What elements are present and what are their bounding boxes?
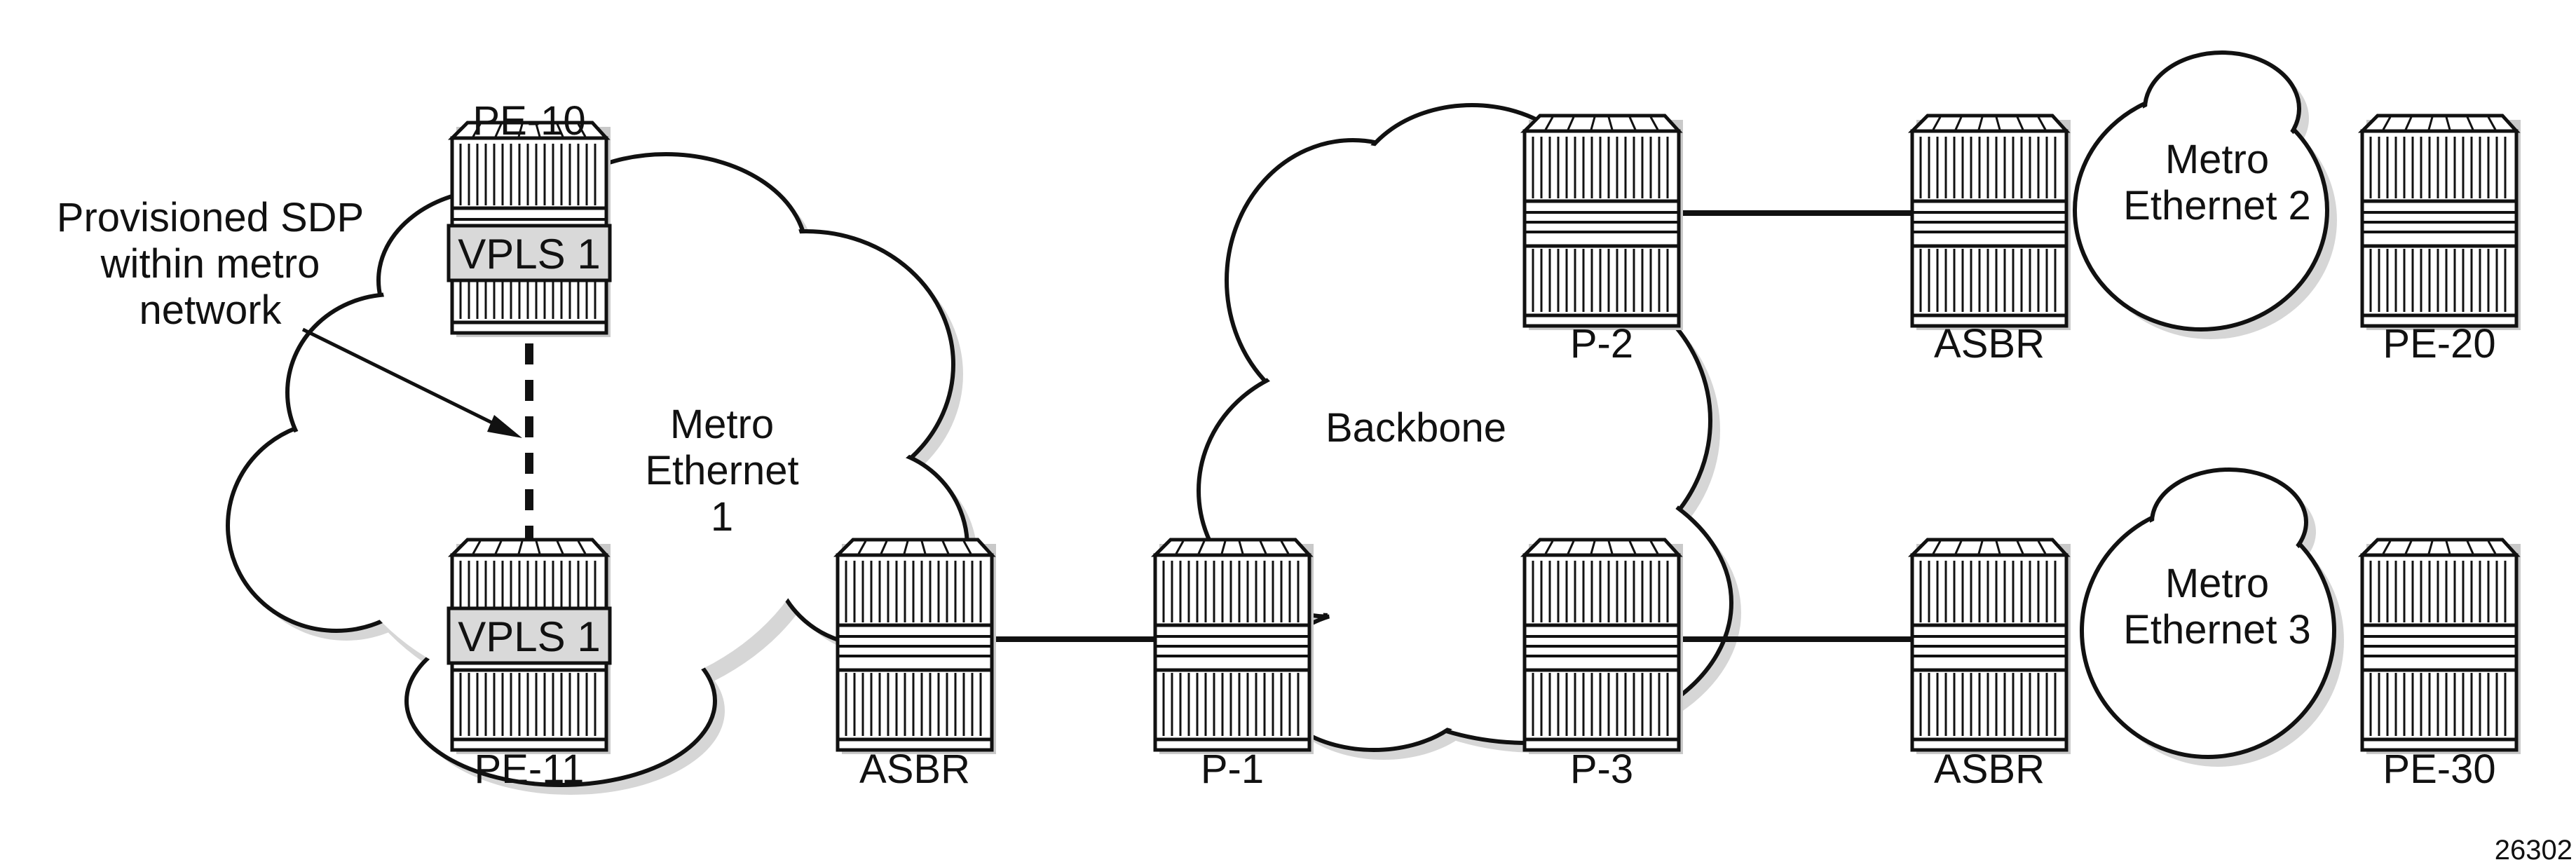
router-pe20[interactable] [2362,116,2521,330]
node-label-asbr1: ASBR [859,746,970,792]
sdp-annotation-label-line: Provisioned SDP [57,195,364,240]
cloud-label-backbone: Backbone [1326,405,1506,451]
node-label-pe30: PE-30 [2383,746,2495,792]
node-label-asbr2: ASBR [1934,321,2045,367]
node-label-pe20: PE-20 [2383,321,2495,367]
metro-ethernet-1-cloud [226,152,969,787]
vpls-box-pe10 [447,224,612,282]
node-label-p2: P-2 [1570,321,1633,367]
arrowhead-icon [487,415,522,438]
vpls-box-pe11 [447,606,612,665]
router-p2[interactable] [1525,116,1683,330]
figure-id: 26302 [2495,835,2572,866]
cloud-label-metro2-line: Metro [2165,137,2269,182]
router-pe30[interactable] [2362,540,2521,754]
node-label-asbr3: ASBR [1934,746,2045,792]
router-p1[interactable] [1155,540,1314,754]
sdp-annotation-label-line: network [139,287,282,333]
cloud-label-metro2-line: Ethernet 2 [2123,183,2311,228]
node-label-p3: P-3 [1570,746,1633,792]
metro-ethernet-2-cloud [2073,50,2329,332]
cloud-label-metro1-line: 1 [711,494,733,540]
cloud-label-metro3-line: Ethernet 3 [2123,607,2311,653]
router-asbr1[interactable] [838,540,996,754]
router-asbr3[interactable] [1912,540,2071,754]
sdp-annotation-arrow [301,327,506,431]
vpls-label-pe11: VPLS 1 [458,613,600,660]
cloud-label-metro1-line: Metro [670,402,774,447]
vpls-label-pe10: VPLS 1 [458,231,600,278]
node-label-pe10: PE-10 [472,98,585,144]
node-label-pe11: PE-11 [475,746,585,792]
node-label-p1: P-1 [1201,746,1264,792]
cloud-label-metro3-line: Metro [2165,561,2269,606]
sdp-annotation-label-line: within metro [100,241,320,287]
metro-ethernet-3-cloud [2080,467,2336,759]
router-asbr2[interactable] [1912,116,2071,330]
router-p3[interactable] [1525,540,1683,754]
cloud-label-metro1-line: Ethernet [645,448,798,493]
